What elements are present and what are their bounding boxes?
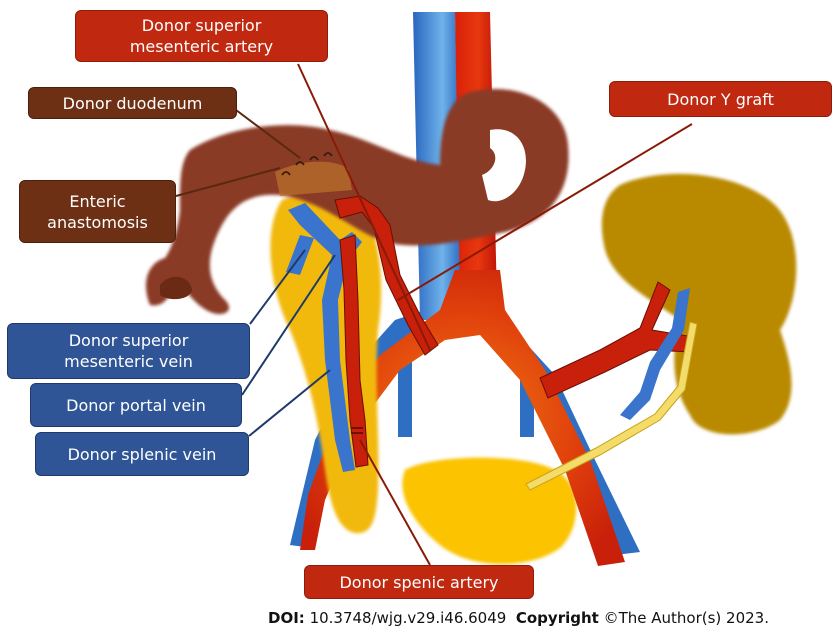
- label-duodenum-text: Donor duodenum: [63, 93, 203, 114]
- copyright-label: Copyright: [516, 609, 599, 627]
- citation-footer: DOI: 10.3748/wjg.v29.i46.6049 Copyright …: [268, 609, 833, 627]
- label-enteric-line2: anastomosis: [47, 212, 148, 233]
- label-y-graft-text: Donor Y graft: [667, 89, 774, 110]
- doi-value: 10.3748/wjg.v29.i46.6049: [305, 609, 507, 627]
- doi-label: DOI:: [268, 609, 305, 627]
- label-splenic-vein-text: Donor splenic vein: [68, 444, 217, 465]
- vein-stub-left: [398, 362, 412, 437]
- label-smv-line2: mesenteric vein: [64, 351, 193, 372]
- label-donor-portal-vein: Donor portal vein: [30, 383, 242, 427]
- label-portal-text: Donor portal vein: [66, 395, 206, 416]
- label-splenic-artery-text: Donor spenic artery: [339, 572, 498, 593]
- label-enteric-anastomosis: Enteric anastomosis: [19, 180, 176, 243]
- label-donor-splenic-vein: Donor splenic vein: [35, 432, 249, 476]
- label-sma-line1: Donor superior: [142, 15, 262, 36]
- label-enteric-line1: Enteric: [69, 191, 125, 212]
- label-smv-line1: Donor superior: [69, 330, 189, 351]
- label-donor-duodenum: Donor duodenum: [28, 87, 237, 119]
- label-donor-splenic-artery: Donor spenic artery: [304, 565, 534, 599]
- label-donor-superior-mesenteric-vein: Donor superior mesenteric vein: [7, 323, 250, 379]
- kidney: [602, 174, 796, 435]
- copyright-value: ©The Author(s) 2023.: [599, 609, 769, 627]
- label-sma-line2: mesenteric artery: [130, 36, 273, 57]
- label-donor-y-graft: Donor Y graft: [609, 81, 832, 117]
- label-donor-superior-mesenteric-artery: Donor superior mesenteric artery: [75, 10, 328, 62]
